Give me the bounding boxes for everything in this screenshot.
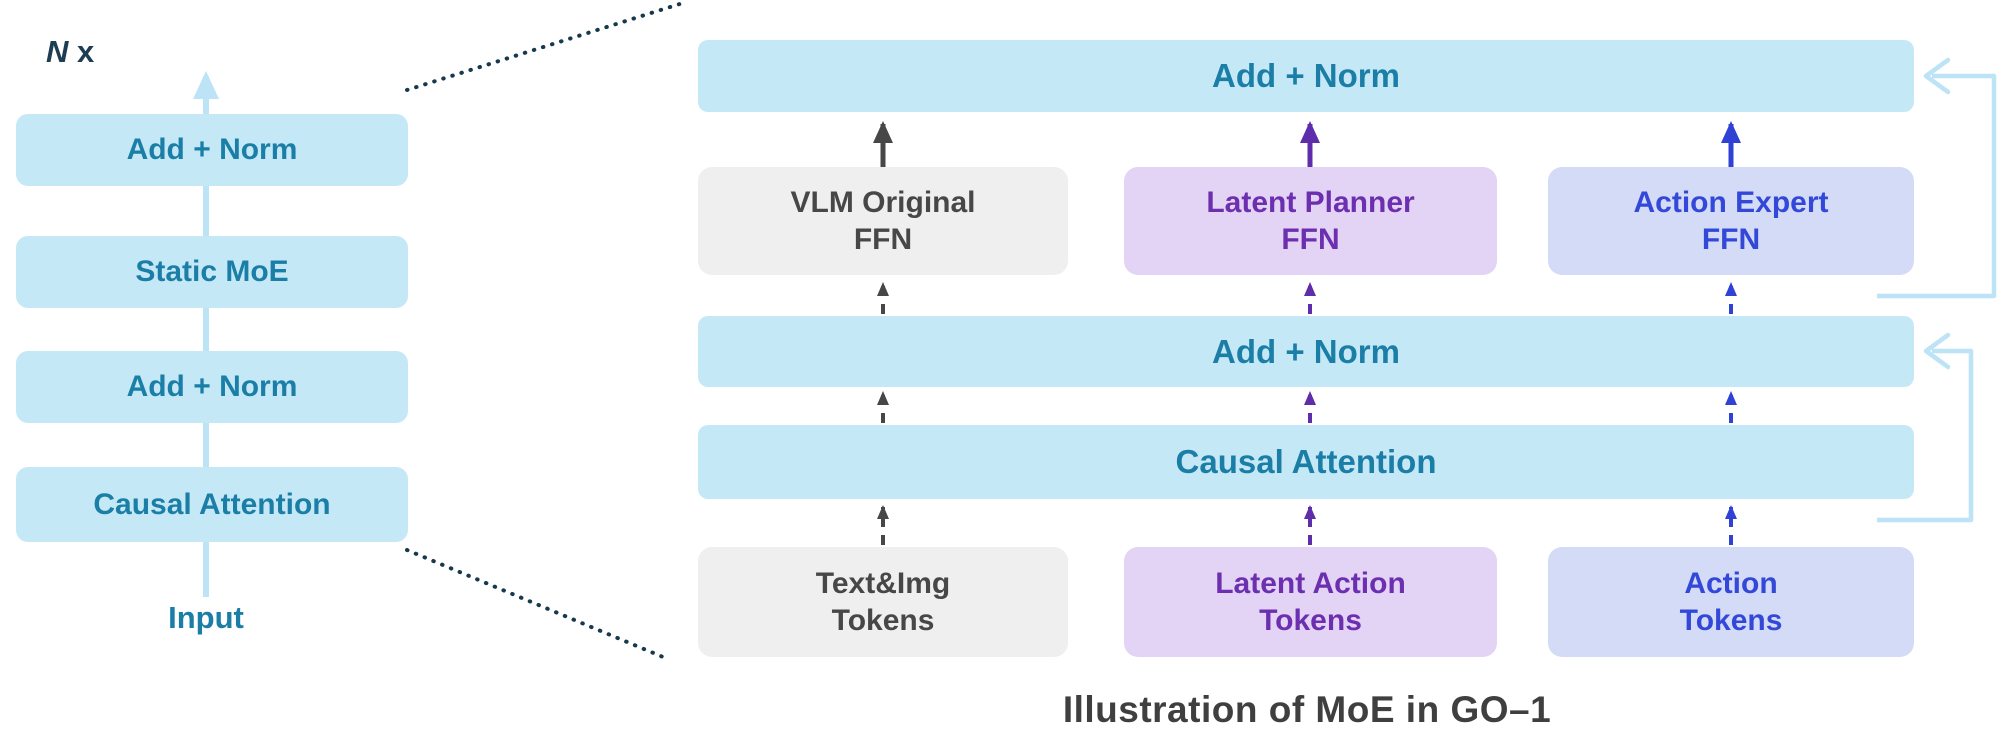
latent-action-tokens-box: Latent Action Tokens <box>1124 547 1497 657</box>
repeat-count-label: N x <box>46 34 95 69</box>
mid-add-norm-bar: Add + Norm <box>698 316 1914 387</box>
latent-planner-ffn-box: Latent Planner FFN <box>1124 167 1497 275</box>
stack-box-add-norm-1: Add + Norm <box>16 114 408 186</box>
stack-box-static-moe: Static MoE <box>16 236 408 308</box>
action-tokens-box: Action Tokens <box>1548 547 1914 657</box>
vlm-original-ffn-box: VLM Original FFN <box>698 167 1068 275</box>
expansion-dotted-line-bottom <box>405 548 665 659</box>
residual-connection-ffn <box>1877 73 1997 299</box>
stack-box-causal-attention: Causal Attention <box>16 467 408 542</box>
stack-box-add-norm-2: Add + Norm <box>16 351 408 423</box>
residual-arrowhead-ffn <box>1923 57 1951 95</box>
action-expert-ffn-box: Action Expert FFN <box>1548 167 1914 275</box>
residual-connection-attention <box>1877 348 1974 523</box>
expansion-dotted-line-top <box>405 0 688 92</box>
input-label: Input <box>168 600 244 635</box>
text-img-tokens-box: Text&Img Tokens <box>698 547 1068 657</box>
causal-attention-bar: Causal Attention <box>698 425 1914 499</box>
residual-arrowhead-attention <box>1923 332 1951 370</box>
diagram-caption: Illustration of MoE in GO–1 <box>1062 689 1552 730</box>
top-add-norm-bar: Add + Norm <box>698 40 1914 112</box>
